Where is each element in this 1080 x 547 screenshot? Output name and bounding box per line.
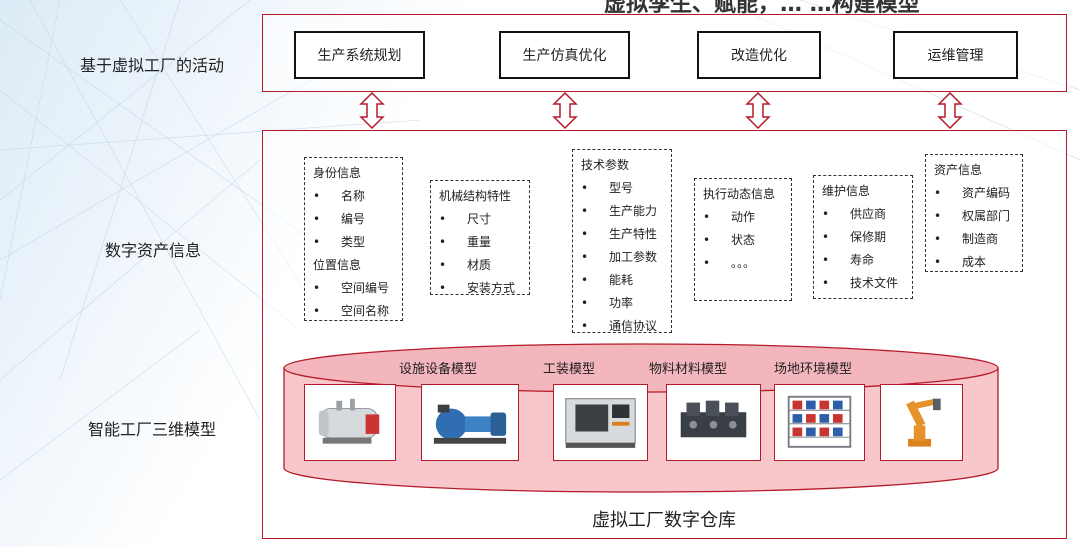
info-box-dynamic: 执行动态信息动作状态。。。 bbox=[694, 178, 792, 301]
activity-retrofit-optimization: 改造优化 bbox=[697, 31, 821, 79]
info-list-item: 权属部门 bbox=[934, 205, 1015, 228]
info-list-item: 生产特性 bbox=[581, 223, 664, 246]
model-category-tooling: 工装模型 bbox=[543, 362, 596, 377]
info-list-item: 动作 bbox=[703, 206, 784, 229]
model-thumb-fixture bbox=[666, 384, 761, 461]
info-list-item: 技术文件 bbox=[822, 272, 905, 295]
row-label-activities: 基于虚拟工厂的活动 bbox=[80, 56, 225, 75]
model-category-materials: 物料材料模型 bbox=[649, 362, 728, 377]
info-list-item: 空间名称 bbox=[313, 300, 395, 320]
info-box-identity: 身份信息名称编号类型位置信息空间编号空间名称 bbox=[304, 157, 403, 321]
material-rack-icon bbox=[781, 391, 858, 454]
info-list-item: 重量 bbox=[439, 231, 522, 254]
info-list-item: 状态 bbox=[703, 229, 784, 252]
model-category-site: 场地环境模型 bbox=[774, 362, 853, 377]
info-list-item: 类型 bbox=[313, 231, 395, 254]
row-label-assets: 数字资产信息 bbox=[105, 241, 202, 260]
info-box-technical: 技术参数型号生产能力生产特性加工参数能耗功率通信协议 bbox=[572, 149, 672, 333]
info-list-item: 材质 bbox=[439, 254, 522, 277]
row-label-models: 智能工厂三维模型 bbox=[88, 420, 217, 439]
info-list-item: 能耗 bbox=[581, 269, 664, 292]
model-thumb-robot bbox=[880, 384, 963, 461]
info-list-item: 名称 bbox=[313, 185, 395, 208]
robot-arm-icon bbox=[887, 391, 956, 454]
double-arrow-icon bbox=[552, 91, 578, 130]
activity-simulation-optimization: 生产仿真优化 bbox=[499, 31, 630, 79]
info-list-item: 。。。 bbox=[703, 252, 784, 275]
info-list-item: 通信协议 bbox=[581, 315, 664, 332]
info-list-item: 生产能力 bbox=[581, 200, 664, 223]
info-list-item: 寿命 bbox=[822, 249, 905, 272]
double-arrow-icon bbox=[745, 91, 771, 130]
info-list-item: 空间编号 bbox=[313, 277, 395, 300]
info-section-heading: 技术参数 bbox=[581, 158, 630, 172]
info-section-heading: 机械结构特性 bbox=[439, 189, 512, 203]
page-title-fragment: 虚拟孪生、赋能，… …构建模型 bbox=[604, 0, 920, 17]
double-arrow-icon bbox=[359, 91, 385, 130]
info-list-item: 编号 bbox=[313, 208, 395, 231]
model-thumb-pump bbox=[421, 384, 519, 461]
info-section-heading: 身份信息 bbox=[313, 166, 362, 180]
activity-system-planning: 生产系统规划 bbox=[294, 31, 425, 79]
pump-icon bbox=[428, 391, 512, 455]
info-list-item: 安装方式 bbox=[439, 277, 522, 294]
info-section-heading: 位置信息 bbox=[313, 258, 362, 272]
info-list-item: 成本 bbox=[934, 251, 1015, 271]
info-list-item: 加工参数 bbox=[581, 246, 664, 269]
info-list-item: 制造商 bbox=[934, 228, 1015, 251]
info-list-item: 保修期 bbox=[822, 226, 905, 249]
warehouse-title: 虚拟工厂数字仓库 bbox=[592, 510, 736, 531]
info-box-maintenance: 维护信息供应商保修期寿命技术文件 bbox=[813, 175, 913, 299]
info-box-asset: 资产信息资产编码权属部门制造商成本 bbox=[925, 154, 1023, 272]
model-thumb-rack bbox=[774, 384, 865, 461]
model-thumb-cnc bbox=[553, 384, 648, 461]
double-arrow-icon bbox=[937, 91, 963, 130]
info-list-item: 资产编码 bbox=[934, 182, 1015, 205]
model-thumb-boiler bbox=[304, 384, 396, 461]
model-category-equipment: 设施设备模型 bbox=[399, 362, 478, 377]
info-section-heading: 资产信息 bbox=[934, 163, 983, 177]
info-section-heading: 执行动态信息 bbox=[703, 187, 776, 201]
info-list-item: 供应商 bbox=[822, 203, 905, 226]
info-list-item: 功率 bbox=[581, 292, 664, 315]
boiler-icon bbox=[311, 391, 389, 455]
info-section-heading: 维护信息 bbox=[822, 184, 871, 198]
cnc-machine-icon bbox=[560, 391, 641, 454]
info-box-mechanical: 机械结构特性尺寸重量材质安装方式 bbox=[430, 180, 530, 295]
info-list-item: 型号 bbox=[581, 177, 664, 200]
activity-operations-management: 运维管理 bbox=[893, 31, 1018, 79]
fixture-icon bbox=[673, 391, 754, 454]
info-list-item: 尺寸 bbox=[439, 208, 522, 231]
